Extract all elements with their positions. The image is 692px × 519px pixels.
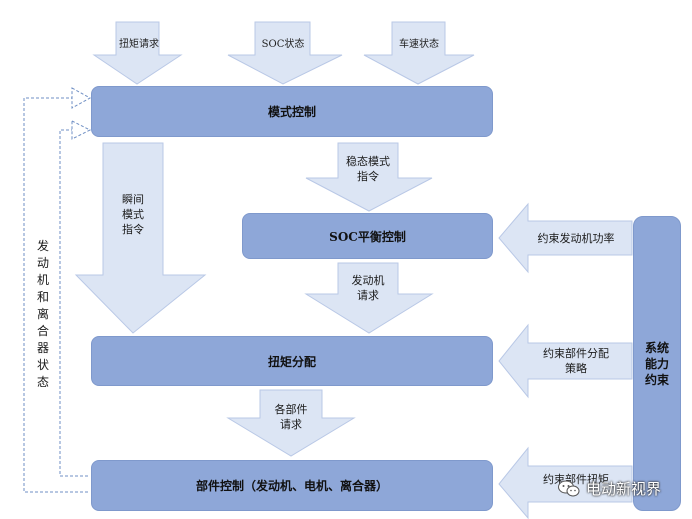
- label-engine-request: 发动机 请求: [351, 274, 385, 302]
- wechat-icon: [558, 480, 580, 496]
- watermark-text: 电动新视界: [586, 480, 662, 498]
- arrow-torque-request: [92, 21, 183, 85]
- arrow-limit-distribution: [498, 323, 633, 399]
- mode-control-box: 模式控制: [91, 86, 493, 137]
- label-torque-request: 扭矩请求: [119, 39, 159, 50]
- label-limit-distribution: 约束部件分配 策略: [543, 347, 609, 375]
- arrow-engine-request: [304, 262, 434, 334]
- label-speed-state: 车速状态: [399, 39, 439, 50]
- arrow-soc-state: [227, 21, 343, 85]
- arrow-steady-mode: [305, 142, 433, 212]
- label-engine-clutch-state: 发动机和离合器状态: [36, 239, 49, 389]
- system-constraint-label: 系统 能力 约束: [644, 340, 669, 387]
- label-steady-mode: 稳态模式 指令: [346, 155, 390, 183]
- soc-balance-box: SOC平衡控制: [242, 213, 493, 259]
- feedback-loop: [23, 97, 88, 493]
- watermark: 电动新视界: [558, 478, 661, 499]
- feedback-arrowhead-bottom: [71, 120, 92, 140]
- arrow-speed-state: [363, 21, 475, 85]
- component-control-box: 部件控制（发动机、电机、离合器）: [91, 460, 493, 511]
- feedback-arrowhead-top: [71, 87, 92, 109]
- label-soc-state: SOC状态: [261, 39, 305, 50]
- label-limit-engine-power: 约束发动机功率: [537, 232, 615, 245]
- arrow-component-request: [226, 389, 356, 457]
- label-instant-mode: 瞬间 模式 指令: [122, 193, 144, 236]
- arrow-instant-mode: [74, 142, 207, 334]
- arrow-limit-engine-power: [498, 202, 633, 274]
- system-constraint-box: 系统 能力 约束: [633, 216, 681, 511]
- label-component-requests: 各部件 请求: [274, 403, 308, 431]
- torque-distribution-box: 扭矩分配: [91, 336, 493, 386]
